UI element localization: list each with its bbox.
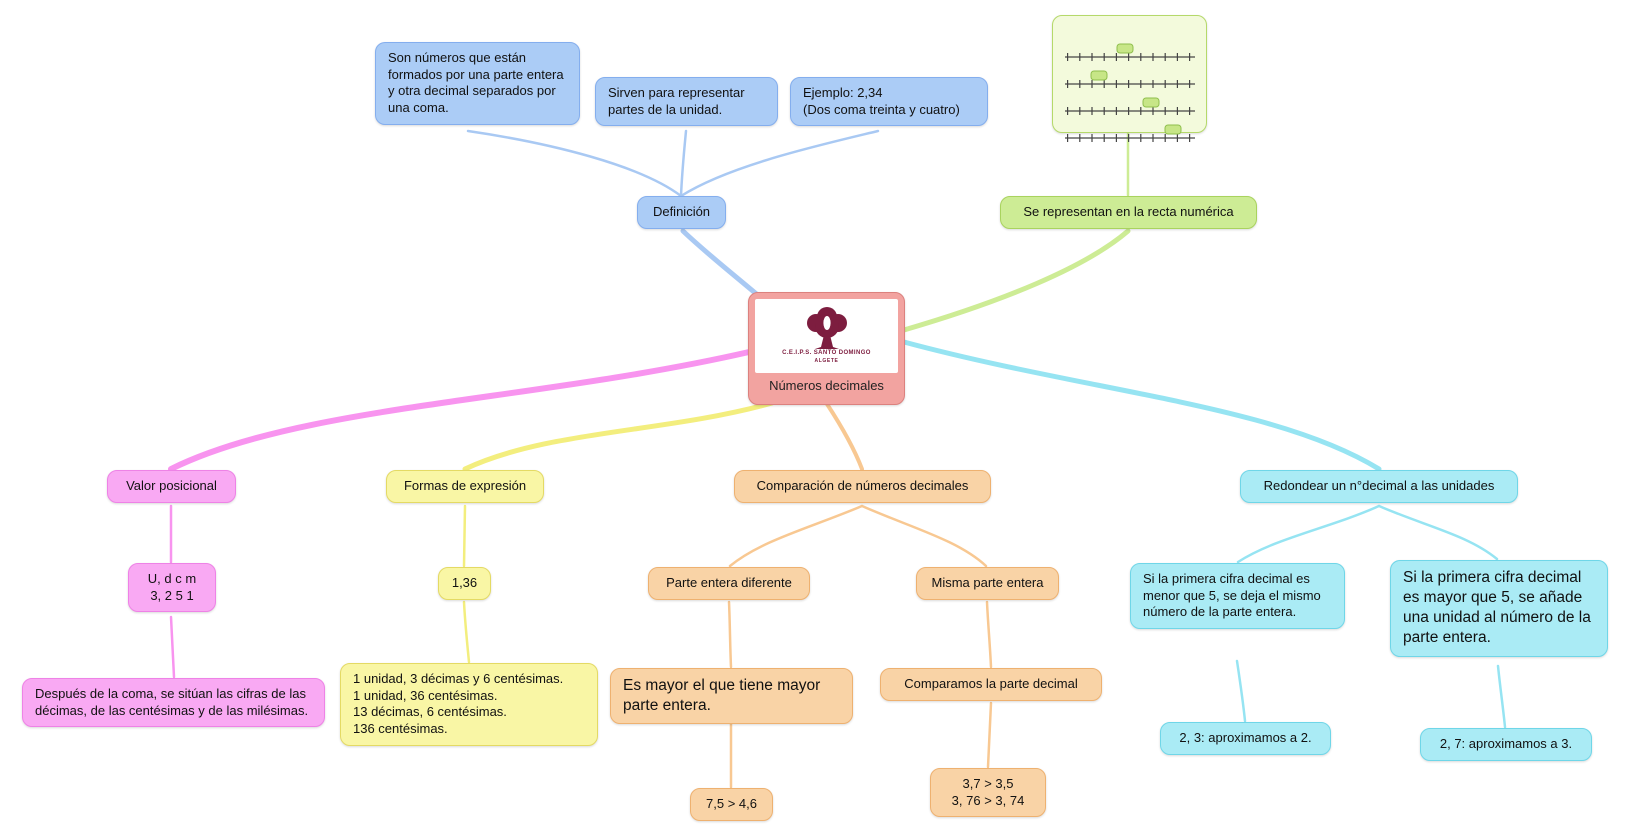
connector-definicion-ejemplo bbox=[679, 129, 880, 198]
node-formas-detalle[interactable]: 1 unidad, 3 décimas y 6 centésimas. 1 un… bbox=[340, 663, 598, 746]
node-formas-ejemplo[interactable]: 1,36 bbox=[438, 567, 491, 600]
connector-regla-ejemplo37 bbox=[986, 701, 993, 769]
connector-definicion-formados bbox=[466, 129, 683, 198]
node-diferente-regla[interactable]: Es mayor el que tiene mayor parte entera… bbox=[610, 668, 853, 725]
node-redondear-menor5[interactable]: Si la primera cifra decimal es menor que… bbox=[1130, 563, 1345, 629]
node-valor-ejemplo[interactable]: U, d c m 3, 2 5 1 bbox=[128, 563, 216, 613]
node-center[interactable]: C.E.I.P.S. SANTO DOMINGO ALGETE Números … bbox=[748, 292, 905, 405]
school-name: C.E.I.P.S. SANTO DOMINGO bbox=[782, 350, 871, 357]
node-parte-entera-diferente[interactable]: Parte entera diferente bbox=[648, 567, 810, 600]
connector-menor5-ejemplo bbox=[1235, 659, 1247, 723]
node-definicion-nota-formados[interactable]: Son números que están formados por una p… bbox=[375, 42, 580, 125]
node-redondear[interactable]: Redondear un n°decimal a las unidades bbox=[1240, 470, 1518, 503]
node-definicion-nota-ejemplo[interactable]: Ejemplo: 2,34 (Dos coma treinta y cuatro… bbox=[790, 77, 988, 127]
connector-definicion-sirven bbox=[679, 129, 688, 198]
connector-center-recta bbox=[901, 228, 1131, 333]
center-label: Números decimales bbox=[769, 378, 884, 393]
connector-redondear-menor5 bbox=[1236, 504, 1381, 564]
tree-logo-icon bbox=[806, 307, 847, 350]
connector-center-comparacion bbox=[825, 402, 864, 471]
node-menor5-ejemplo[interactable]: 2, 3: aproximamos a 2. bbox=[1160, 722, 1331, 755]
connector-misma-regla bbox=[985, 600, 993, 669]
connector-redondear-mayor5 bbox=[1377, 504, 1499, 561]
connector-comparacion-misma bbox=[860, 504, 988, 568]
connector-center-valor bbox=[168, 349, 752, 472]
connector-mayor5-ejemplo bbox=[1496, 664, 1507, 729]
connector-formas-ejemplo bbox=[462, 504, 467, 568]
node-diferente-ejemplo[interactable]: 7,5 > 4,6 bbox=[690, 788, 773, 821]
connector-diferente-regla bbox=[727, 600, 733, 669]
node-recta-numerica[interactable]: Se representan en la recta numérica bbox=[1000, 196, 1257, 229]
node-comparacion[interactable]: Comparación de números decimales bbox=[734, 470, 991, 503]
node-definicion[interactable]: Definición bbox=[637, 196, 726, 229]
number-lines-illustration bbox=[1065, 43, 1195, 142]
connector-center-definicion bbox=[680, 228, 763, 300]
node-misma-parte-entera[interactable]: Misma parte entera bbox=[916, 567, 1059, 600]
connector-formas-detalle bbox=[462, 600, 471, 664]
node-valor-posicional[interactable]: Valor posicional bbox=[107, 470, 236, 503]
node-valor-detalle[interactable]: Después de la coma, se sitúan las cifras… bbox=[22, 678, 325, 728]
node-definicion-nota-sirven[interactable]: Sirven para representar partes de la uni… bbox=[595, 77, 778, 127]
node-redondear-mayor5[interactable]: Si la primera cifra decimal es mayor que… bbox=[1390, 560, 1608, 657]
node-mayor5-ejemplo[interactable]: 2, 7: aproximamos a 3. bbox=[1420, 728, 1592, 761]
connector-valor-detalle bbox=[169, 615, 176, 679]
node-formas-expresion[interactable]: Formas de expresión bbox=[386, 470, 544, 503]
school-town: ALGETE bbox=[814, 358, 839, 365]
connector-comparacion-diferente bbox=[728, 504, 864, 568]
connector-center-redondear bbox=[901, 339, 1382, 472]
connector-center-formas bbox=[462, 400, 775, 472]
node-misma-ejemplo[interactable]: 3,7 > 3,5 3, 76 > 3, 74 bbox=[930, 768, 1046, 818]
school-logo: C.E.I.P.S. SANTO DOMINGO ALGETE bbox=[755, 299, 898, 373]
number-line-image[interactable] bbox=[1052, 15, 1207, 142]
node-misma-regla[interactable]: Comparamos la parte decimal bbox=[880, 668, 1102, 701]
